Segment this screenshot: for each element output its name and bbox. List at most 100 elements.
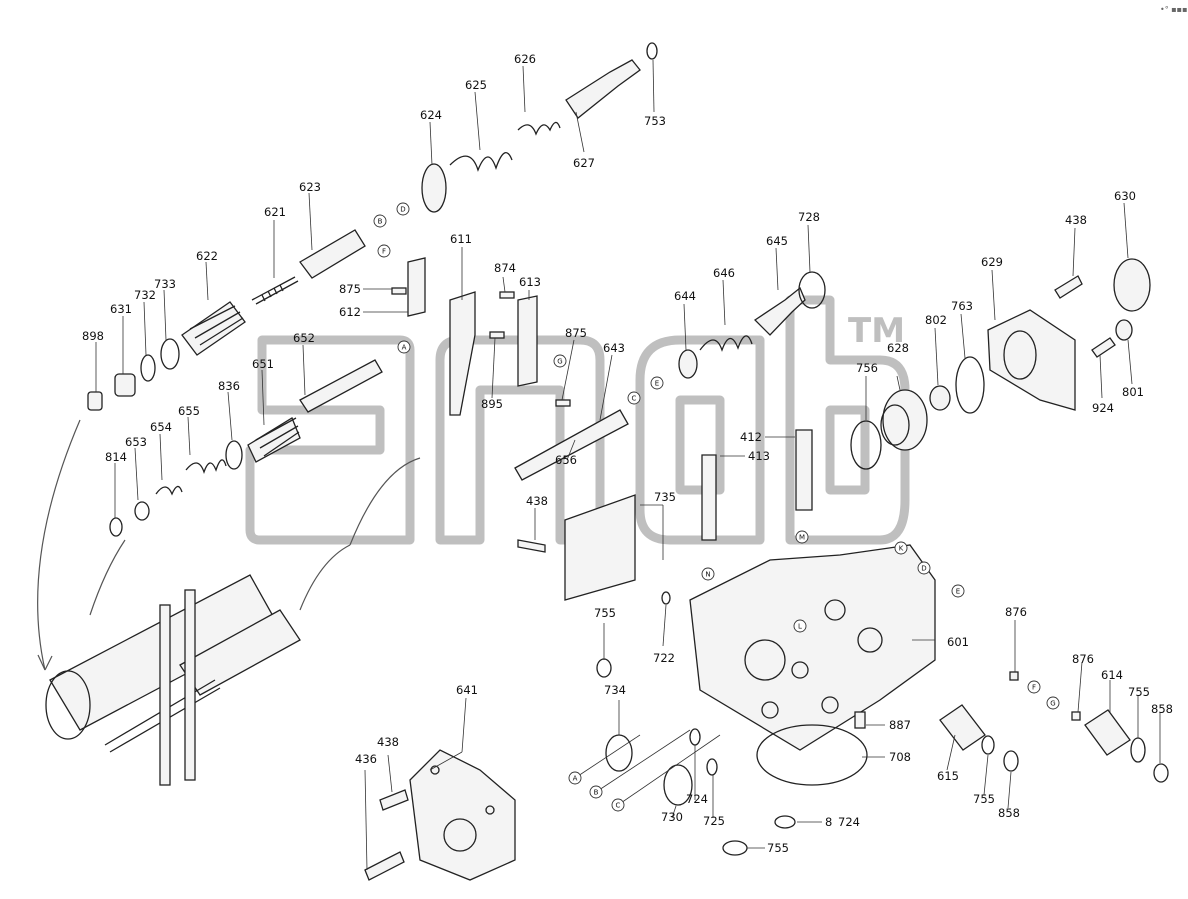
callout-753: 753 bbox=[644, 114, 666, 128]
svg-text:C: C bbox=[616, 802, 621, 810]
svg-text:N: N bbox=[705, 571, 710, 579]
ref-c-lower: C bbox=[611, 798, 625, 812]
svg-text:G: G bbox=[557, 358, 562, 366]
part-625 bbox=[449, 152, 513, 172]
part-621 bbox=[251, 276, 299, 305]
ref-f-lower: F bbox=[1027, 680, 1041, 694]
callout-874: 874 bbox=[494, 261, 516, 275]
part-887 bbox=[854, 711, 866, 729]
part-801 bbox=[1115, 319, 1133, 341]
callout-644: 644 bbox=[674, 289, 696, 303]
part-641-cover bbox=[409, 749, 516, 881]
callout-436: 436 bbox=[355, 752, 377, 766]
part-802 bbox=[929, 385, 951, 411]
callout-438c: 438 bbox=[377, 735, 399, 749]
callout-655: 655 bbox=[178, 404, 200, 418]
part-858a bbox=[1153, 763, 1169, 783]
reference-markers: A B C D E F G N M K L D E F G A B C bbox=[373, 202, 1060, 812]
part-733 bbox=[160, 338, 180, 370]
callout-858a: 858 bbox=[1151, 702, 1173, 716]
callout-735: 735 bbox=[654, 490, 676, 504]
svg-text:M: M bbox=[799, 534, 805, 542]
svg-text:B: B bbox=[378, 218, 383, 226]
ref-a-lower: A bbox=[568, 771, 582, 785]
part-876b bbox=[1071, 711, 1081, 721]
callout-652: 652 bbox=[293, 331, 315, 345]
callout-755a: 755 bbox=[594, 606, 616, 620]
part-656 bbox=[514, 409, 629, 481]
callout-626: 626 bbox=[514, 52, 536, 66]
svg-text:B: B bbox=[594, 789, 599, 797]
ref-b-lower: B bbox=[589, 785, 603, 799]
part-898 bbox=[87, 391, 103, 411]
part-630 bbox=[1113, 258, 1151, 312]
callout-875b: 875 bbox=[565, 326, 587, 340]
part-438b bbox=[1054, 275, 1083, 299]
ref-g-upper: G bbox=[553, 354, 567, 368]
part-725 bbox=[706, 758, 718, 776]
spool-assembly-parts bbox=[87, 229, 383, 537]
callout-728: 728 bbox=[798, 210, 820, 224]
callout-629: 629 bbox=[981, 255, 1003, 269]
part-612 bbox=[407, 257, 426, 317]
part-874 bbox=[499, 291, 515, 299]
callout-612: 612 bbox=[339, 305, 361, 319]
link-plates bbox=[391, 257, 629, 481]
callout-763: 763 bbox=[951, 299, 973, 313]
callout-labels: 898 631 732 733 622 621 623 624 625 626 … bbox=[82, 52, 1173, 855]
part-644 bbox=[678, 349, 698, 379]
callout-801: 801 bbox=[1122, 385, 1144, 399]
ref-d-lower: D bbox=[917, 561, 931, 575]
callout-732: 732 bbox=[134, 288, 156, 302]
ref-k: K bbox=[894, 541, 908, 555]
ref-m: M bbox=[795, 530, 809, 544]
ref-d-upper: D bbox=[396, 202, 410, 216]
part-412 bbox=[795, 429, 813, 511]
part-623 bbox=[299, 229, 366, 279]
ref-g-lower: G bbox=[1046, 696, 1060, 710]
part-8724 bbox=[774, 815, 796, 829]
callout-876a: 876 bbox=[1005, 605, 1027, 619]
part-629 bbox=[987, 309, 1076, 411]
callout-814: 814 bbox=[105, 450, 127, 464]
part-875b bbox=[555, 399, 571, 407]
part-646 bbox=[699, 335, 753, 352]
part-735-plate bbox=[564, 494, 636, 601]
part-438a bbox=[517, 539, 546, 553]
part-615 bbox=[939, 704, 986, 751]
callout-412: 412 bbox=[740, 430, 762, 444]
corner-mark: •° ▪▪▪ bbox=[1160, 5, 1188, 14]
part-652 bbox=[299, 359, 383, 413]
callout-836: 836 bbox=[218, 379, 240, 393]
part-895 bbox=[489, 331, 505, 339]
callout-631: 631 bbox=[110, 302, 132, 316]
callout-887: 887 bbox=[889, 718, 911, 732]
part-655 bbox=[185, 459, 227, 474]
leader-lines bbox=[95, 59, 1161, 871]
ref-e-lower: E bbox=[951, 584, 965, 598]
callout-755c: 755 bbox=[973, 792, 995, 806]
assembled-spool-illustration bbox=[37, 419, 421, 786]
part-875a bbox=[391, 287, 407, 295]
callout-725: 725 bbox=[703, 814, 725, 828]
part-755a bbox=[596, 658, 612, 678]
callout-624: 624 bbox=[420, 108, 442, 122]
svg-text:E: E bbox=[956, 588, 960, 596]
callout-895: 895 bbox=[481, 397, 503, 411]
part-624 bbox=[421, 163, 447, 213]
part-814 bbox=[109, 517, 123, 537]
callout-622: 622 bbox=[196, 249, 218, 263]
callout-724b: 724 bbox=[838, 815, 860, 829]
part-732 bbox=[140, 354, 156, 382]
svg-text:F: F bbox=[1032, 684, 1036, 692]
callout-645: 645 bbox=[766, 234, 788, 248]
part-756 bbox=[850, 420, 882, 470]
callout-438b: 438 bbox=[1065, 213, 1087, 227]
part-722 bbox=[661, 591, 671, 605]
callout-625: 625 bbox=[465, 78, 487, 92]
part-858b bbox=[1003, 750, 1019, 772]
svg-text:A: A bbox=[573, 775, 578, 783]
callout-651: 651 bbox=[252, 357, 274, 371]
svg-text:D: D bbox=[921, 565, 926, 573]
ref-n: N bbox=[701, 567, 715, 581]
